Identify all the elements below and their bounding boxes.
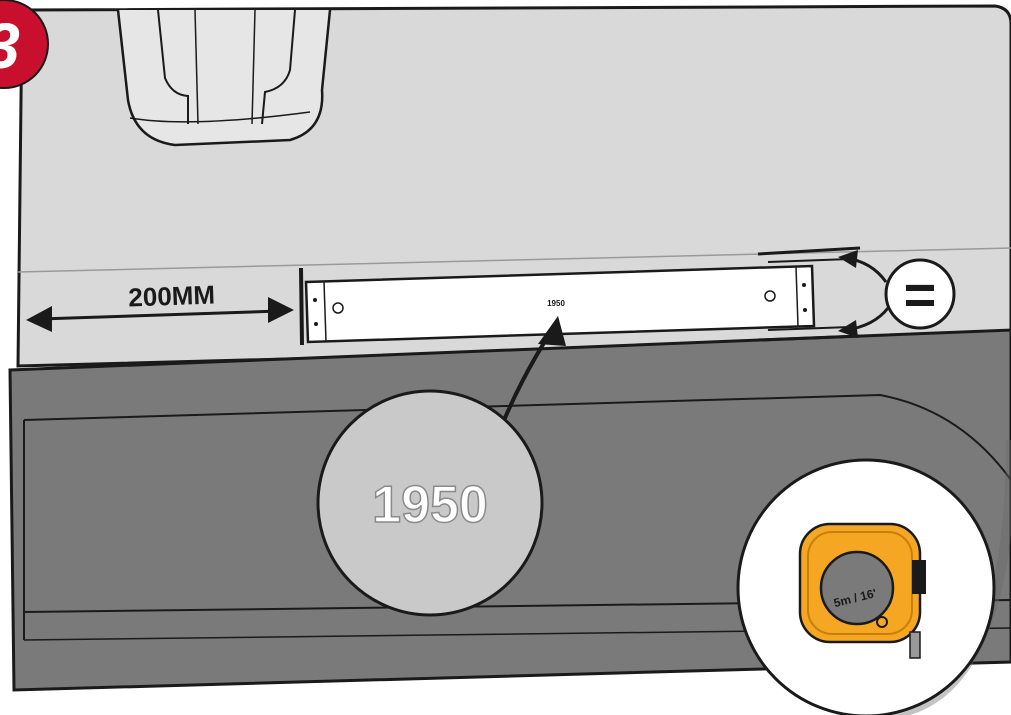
rail-screw-right-top — [802, 283, 806, 287]
callout-pointer-arrow-icon — [538, 316, 566, 346]
dimension-line — [39, 309, 281, 321]
rail-screw-left-bottom — [314, 322, 318, 326]
equal-marker-bottom-line-2 — [767, 326, 851, 331]
tape-lock-button — [912, 560, 926, 594]
edge-distance-dimension: 200MM — [26, 267, 304, 346]
rail-hole-right — [764, 290, 776, 302]
equal-symbol-circle — [884, 258, 956, 330]
step-badge-circle — [0, 0, 49, 89]
rail-body — [304, 264, 816, 344]
mounting-rail: 1950 — [304, 264, 816, 344]
callout-circle — [316, 389, 544, 617]
equal-marker-top-line — [757, 246, 861, 256]
tape-hook — [909, 631, 921, 659]
equal-marker-bottom-line — [757, 334, 861, 342]
equal-symbol: = — [904, 263, 937, 326]
step-number: 3 — [0, 10, 20, 82]
top-handle — [116, 9, 332, 147]
rail-screw-left-top — [313, 298, 317, 302]
tape-window — [819, 550, 895, 626]
rail-marking: 1950 — [547, 299, 565, 308]
rail-screw-right-bottom — [803, 308, 807, 312]
step-badge: 3 — [0, 0, 49, 89]
edge-distance-label: 200MM — [128, 280, 216, 313]
equal-arrow-bottom-icon — [838, 320, 858, 338]
rail-right-cap — [795, 266, 799, 327]
callout-value: 1950 — [372, 476, 488, 534]
equal-marker-top-line-2 — [767, 258, 851, 263]
dimension-arrow-right-icon — [268, 297, 294, 323]
dimension-arrow-left-icon — [26, 306, 52, 332]
tape-measure-icon: 5m / 16' — [798, 522, 926, 659]
equal-arrow-top-icon — [838, 250, 858, 268]
tape-belt-clip — [876, 616, 888, 628]
rail-left-cap — [323, 281, 327, 342]
value-callout: 1950 — [316, 316, 566, 617]
wall-seam-line — [17, 247, 1011, 273]
panel-contour-top — [23, 393, 1011, 481]
rail-hole-left — [332, 302, 344, 314]
dimension-stop-line — [299, 267, 304, 346]
equal-spacing-markers: = — [757, 246, 956, 342]
tape-measure-inset: 5m / 16' — [736, 439, 1011, 715]
